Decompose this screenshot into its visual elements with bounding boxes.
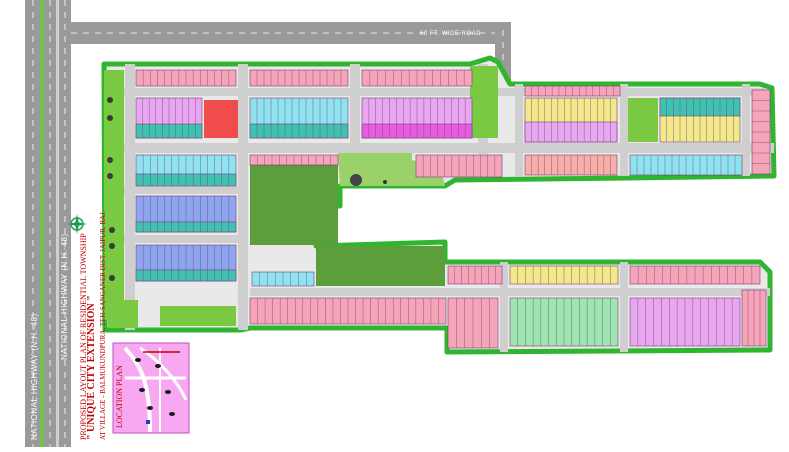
tree-icon [107,97,387,281]
plot-block [659,97,741,117]
plot-block [249,154,339,166]
green-belt-north [470,66,498,138]
plot-block [741,289,767,347]
plot-block [135,123,203,139]
highway-label-outer: NATIONAL HIGHWAY (N.H.-48) [30,313,39,440]
green-belt-west [104,70,124,320]
commercial-plot [204,100,238,138]
top-road-label: 60 FT. WIDE ROAD [420,31,482,37]
plot-block [135,173,237,187]
title-line-2: " UNIQUE CITY EXTENSION " [86,295,97,440]
plot-block [361,69,473,87]
corner-park [628,98,658,142]
plot-block [249,297,447,325]
plot-block [135,221,237,233]
plot-block [249,123,349,139]
site-marker-icon [146,420,150,424]
highway-median [40,0,44,447]
plot-block [751,89,771,175]
plot-block [629,265,761,285]
plot-block [629,297,741,347]
plot-block [509,265,619,285]
plot-block [249,69,349,87]
south-green-strip [160,306,236,326]
plot-block [524,154,618,176]
compass-icon [67,214,87,234]
plot-block [509,297,619,347]
plot-block [135,69,237,87]
internal-roads [106,64,774,352]
plot-block [524,121,618,143]
residential-plots [135,69,771,349]
highway-label-inner: NATIONAL HIGHWAY (N.H.-48) [60,233,69,360]
plot-block [629,154,743,176]
plot-block [415,154,503,178]
plot-block [447,265,503,285]
green-parks [104,66,658,328]
plot-block [361,123,473,139]
location-plan-inset [112,342,190,434]
entry-park [108,300,138,328]
plot-block [447,297,499,349]
location-plan-title: LOCATION PLAN [115,365,124,428]
plot-block [135,269,237,282]
community-park [338,153,445,186]
plot-block [524,85,621,97]
plot-block [251,271,315,287]
title-line-3: AT VILLAGE - BALMUKUNDPURA, TEH-SANGANER… [99,210,107,440]
south-park [316,246,445,286]
central-park [250,155,338,245]
